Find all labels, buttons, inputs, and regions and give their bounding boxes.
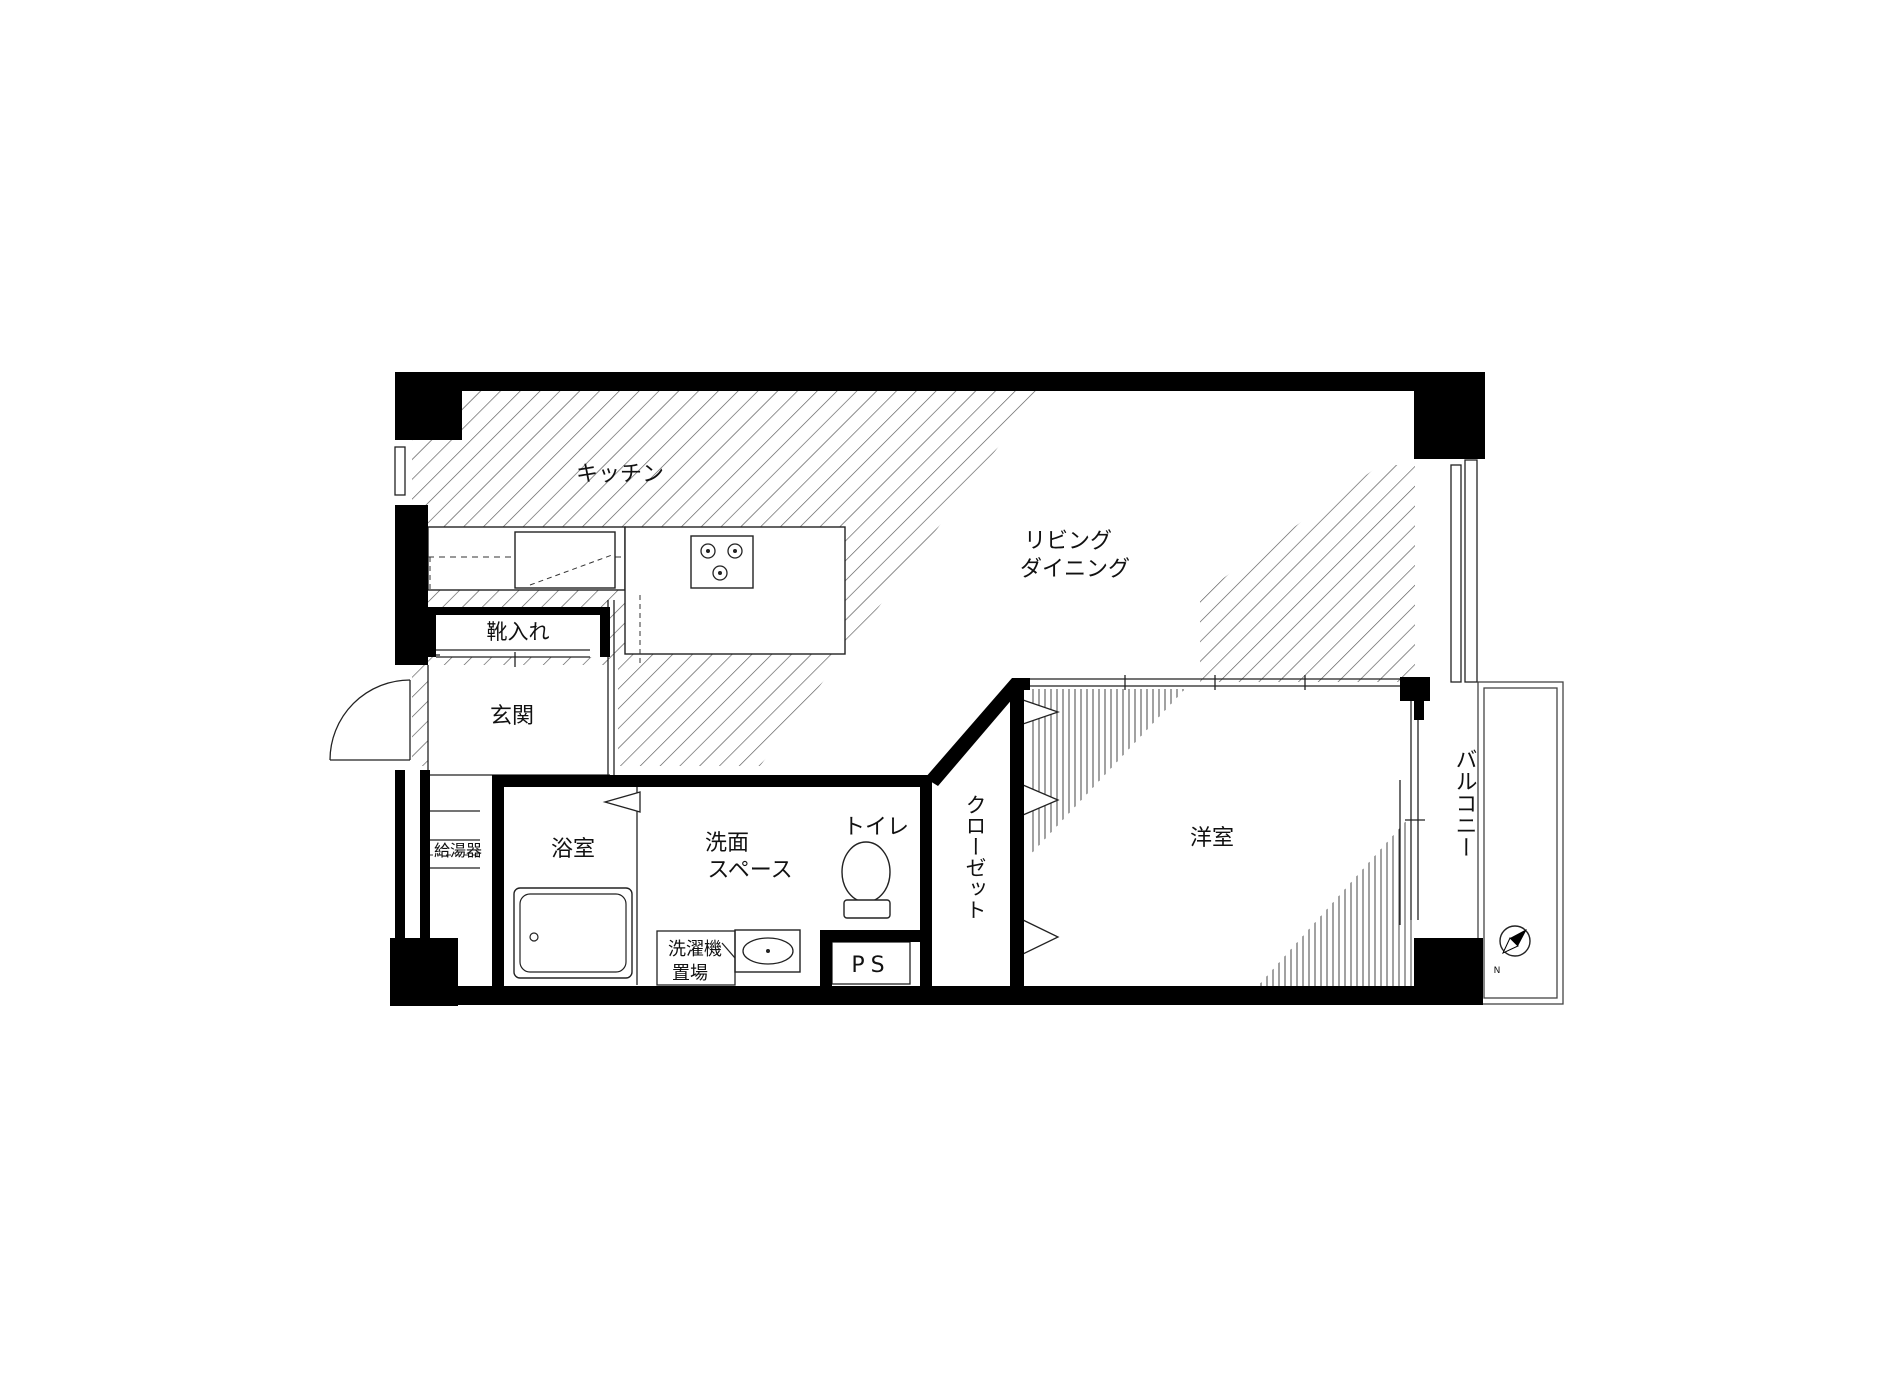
bathroom-label: 浴室 [551, 837, 595, 862]
balcony-outline [1477, 681, 1564, 1005]
washer-area [656, 930, 736, 986]
compass-icon [1499, 925, 1531, 957]
kitchen-island [624, 526, 846, 655]
balcony-label: バルコニー [1452, 748, 1477, 858]
washroom-label-line2: スペース [707, 858, 792, 883]
washroom-label-line1: 洗面 [705, 831, 749, 856]
walls [390, 372, 1485, 1006]
windows [394, 446, 1478, 683]
entrance-label: 玄関 [490, 704, 534, 729]
toilet-icon [841, 841, 891, 919]
closet-label: クローゼット [963, 794, 987, 920]
cooktop-icon [690, 535, 754, 589]
closet-doors [602, 699, 1061, 956]
western-room-label: 洋室 [1190, 826, 1234, 851]
compass-north-label: N [1494, 966, 1501, 976]
shoe-storage-label: 靴入れ [487, 620, 550, 644]
washer-label-line1: 洗濯機 [668, 939, 722, 960]
washbasin-icon [734, 929, 801, 973]
kitchen-label: キッチン [576, 462, 664, 487]
water-heater-label: 給湯器 [434, 841, 482, 860]
living-label-line2: ダイニング [1020, 557, 1130, 582]
room-labels: キッチン リビング ダイニング 靴入れ 玄関 給湯器 浴室 洗面 スペース トイ… [434, 462, 1500, 984]
entry-door [329, 679, 411, 761]
living-label-line1: リビング [1024, 529, 1112, 554]
kitchen-counter [427, 526, 626, 591]
sink-icon [514, 531, 616, 589]
toilet-label: トイレ [843, 815, 909, 840]
pipe-space-label: PS [851, 953, 890, 978]
washer-label-line2: 置場 [672, 963, 708, 984]
bathtub-icon [513, 887, 633, 979]
